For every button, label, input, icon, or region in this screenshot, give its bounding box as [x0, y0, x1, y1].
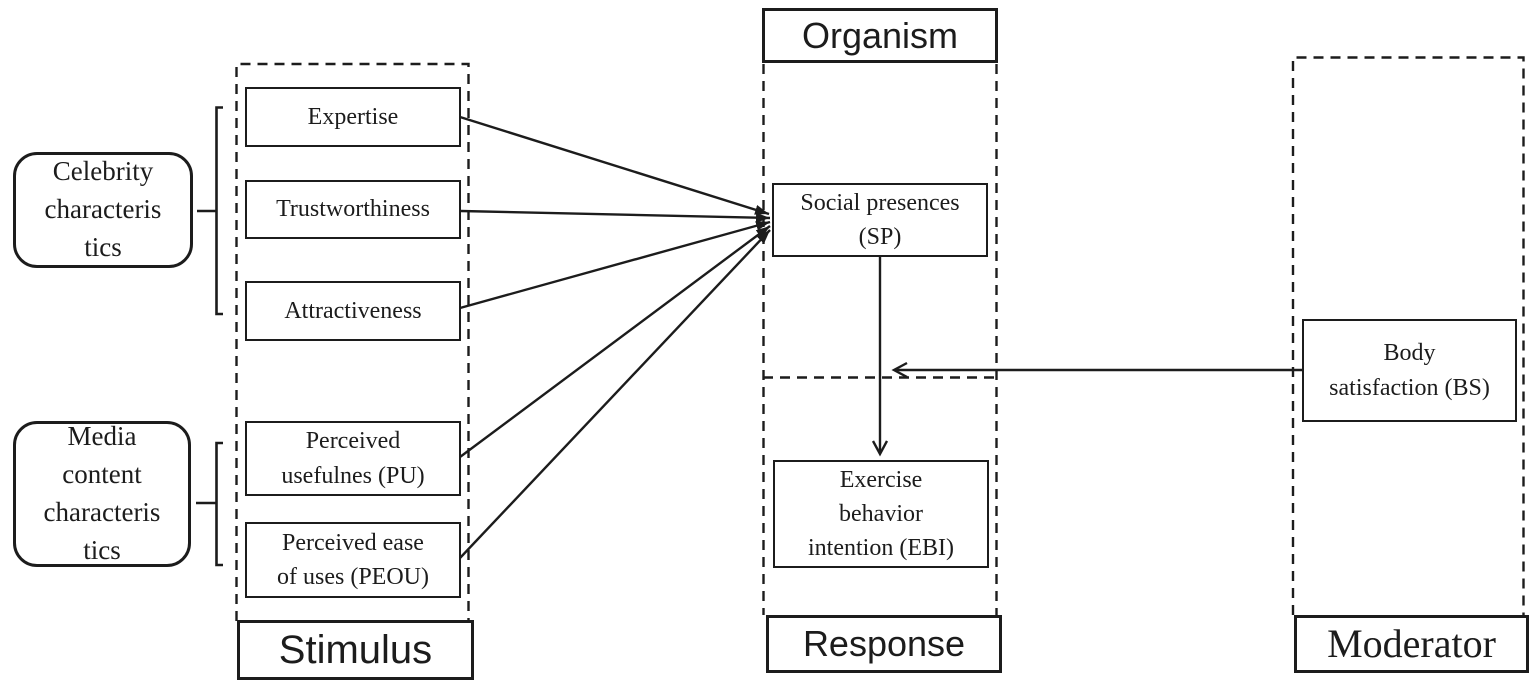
attractiveness-box: Attractiveness	[245, 281, 461, 341]
stimulus-dashed-region	[235, 62, 470, 621]
arrow-expertise-to-sp	[459, 115, 770, 216]
arrow-attractiveness-to-sp	[459, 220, 771, 310]
moderator-section-label: Moderator	[1294, 615, 1529, 673]
body-satisfaction-box: Body satisfaction (BS)	[1302, 319, 1517, 422]
media-group-bracket	[196, 441, 223, 567]
social-presence-box: Social presences (SP)	[772, 183, 988, 257]
moderator-dashed-region	[1291, 56, 1525, 615]
arrow-peou-to-sp	[459, 229, 771, 559]
response-section-label: Response	[766, 615, 1002, 673]
perceived-ease-of-use-box: Perceived ease of uses (PEOU)	[245, 522, 461, 598]
expertise-box: Expertise	[245, 87, 461, 147]
celebrity-characteristics-group-box: Celebrity characteris tics	[13, 152, 193, 268]
trustworthiness-box: Trustworthiness	[245, 180, 461, 239]
media-content-characteristics-group-box: Media content characteris tics	[13, 421, 191, 567]
arrow-trustworthiness-to-sp	[460, 209, 771, 223]
perceived-usefulness-box: Perceived usefulnes (PU)	[245, 421, 461, 496]
stimulus-section-label: Stimulus	[237, 620, 474, 680]
exercise-behavior-intention-box: Exercise behavior intention (EBI)	[773, 460, 989, 568]
celebrity-group-bracket	[197, 106, 223, 316]
arrow-pu-to-sp	[459, 225, 771, 458]
organism-section-label: Organism	[762, 8, 998, 63]
